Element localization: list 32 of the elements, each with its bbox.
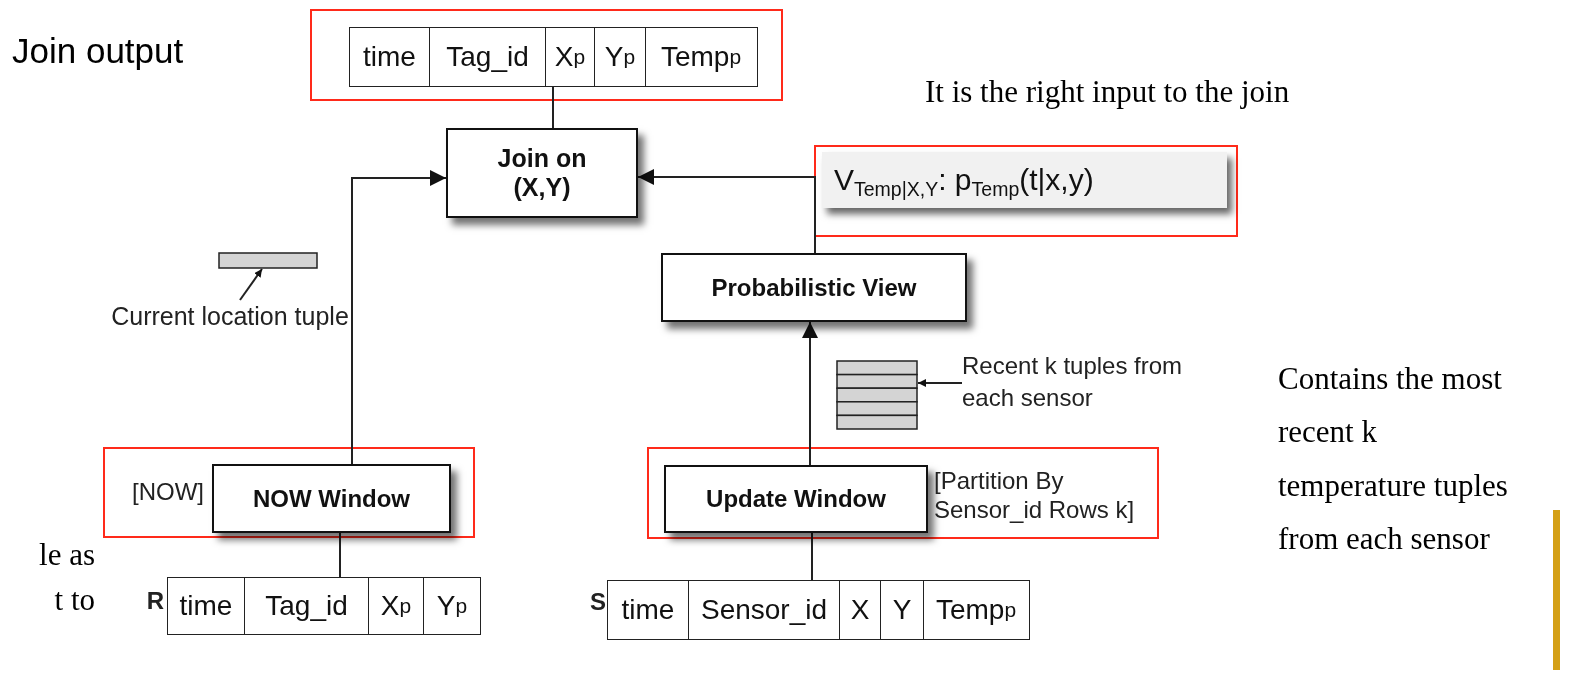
arrow [351,170,447,465]
process-box: Probabilistic View [661,253,967,322]
window-operator-box: Update Window [664,465,928,533]
annotation-text: It is the right input to the join [925,73,1291,111]
arrow [917,379,963,387]
annotation-text: Current location tuple [110,301,350,332]
connector-line [811,532,813,581]
table-cell: time [606,580,690,640]
table-cell: X [838,580,882,640]
annotation-text: [NOW] [131,478,204,507]
window-operator-box: NOW Window [212,464,451,533]
table-cell: Tag_id [429,27,546,87]
table-cell: Y [880,580,924,640]
table-cell: time [348,27,431,87]
arrow [637,169,816,254]
annotation-text: t to [53,581,95,619]
join-operator-box: Join on (X,Y) [446,128,638,218]
title-text: Join output [12,30,185,72]
annotation-text: R [145,587,164,616]
annotation-text: le as [38,536,95,574]
table-cell: Sensor_id [688,580,840,640]
arrow [802,321,818,466]
annotation-text: Contains the most recent k temperature tuples from each sensor [1278,360,1509,558]
annotation-text: S [589,588,606,617]
annotation-text: Recent k tuples from each sensor [962,351,1184,414]
connector-line [552,86,554,129]
view-formula-box: V$_{Temp|X,Y}$: p$_{Temp}$(t|x,y) [822,152,1227,208]
table-cell: Tag_id [244,577,369,635]
annotation-text: [Partition By Sensor_id Rows k] [934,467,1136,525]
arrow [239,268,263,301]
connector-line [339,532,341,578]
table-cell: time [166,577,246,635]
